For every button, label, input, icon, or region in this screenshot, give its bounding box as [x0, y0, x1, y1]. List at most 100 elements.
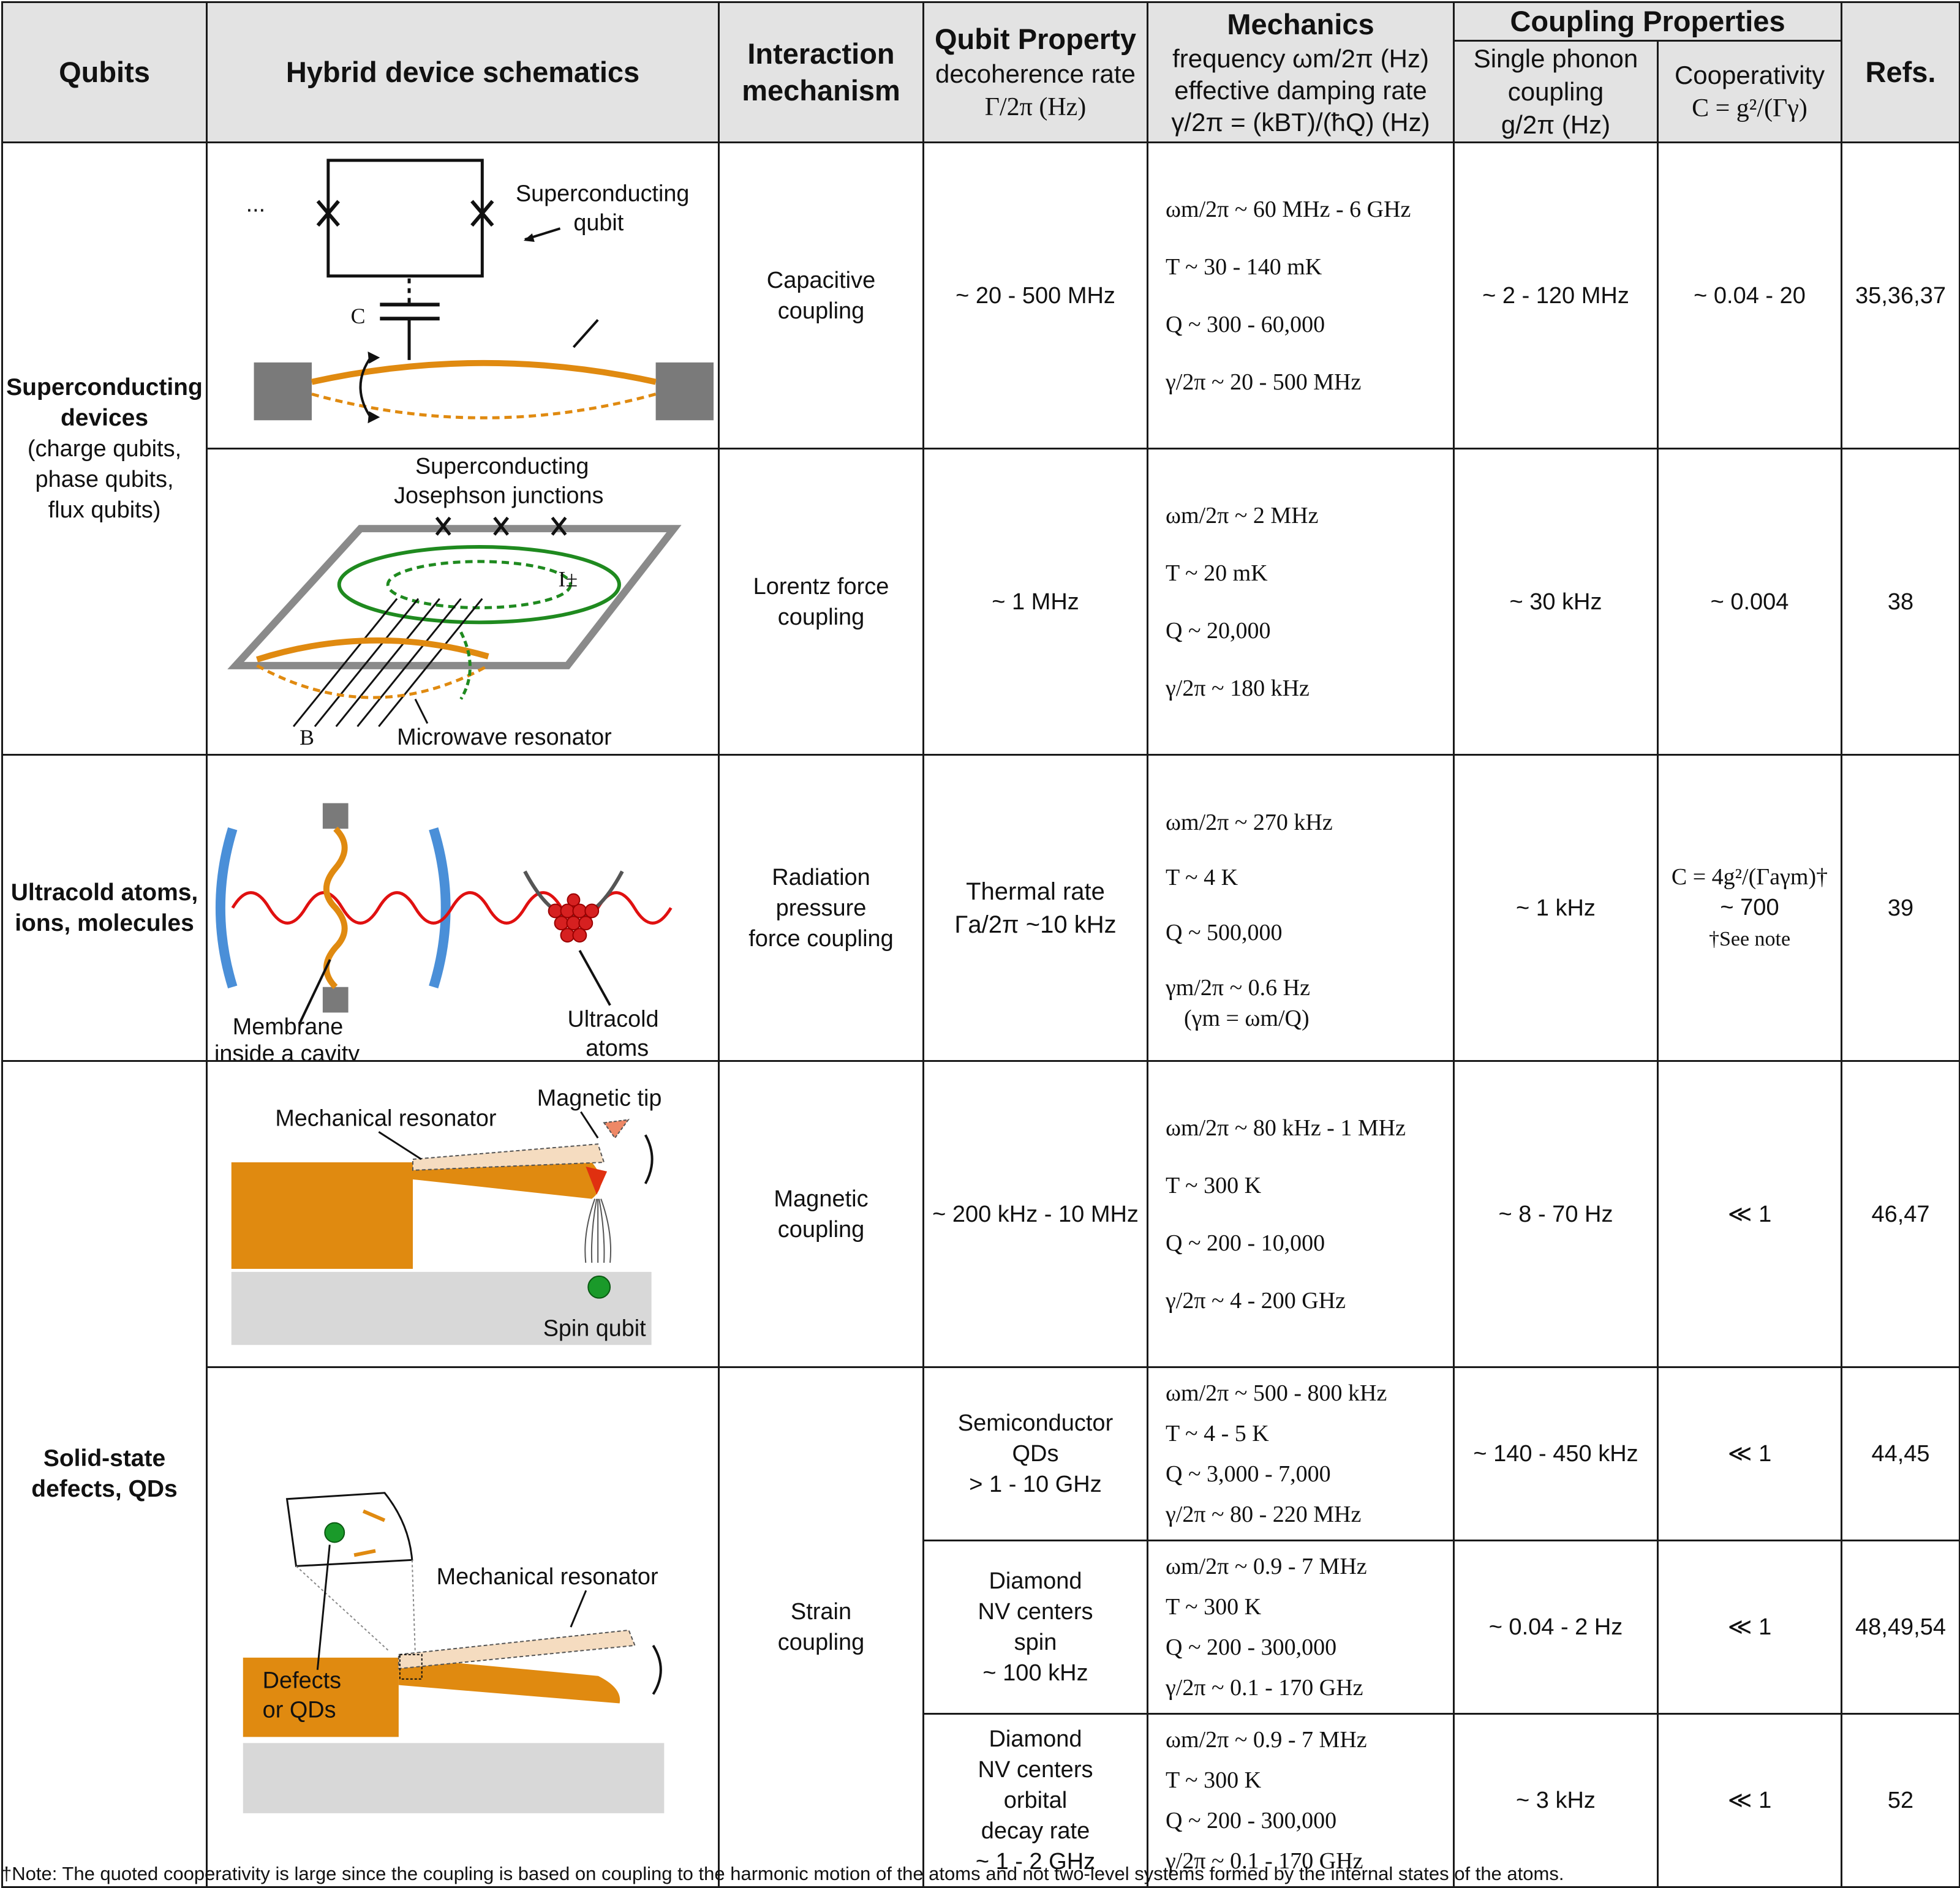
qubit-loop: [326, 159, 484, 278]
field-lines: [584, 1198, 612, 1263]
mech-frequency: ωm/2π ~ 60 MHz - 6 GHz: [1166, 196, 1411, 222]
membrane: [323, 826, 348, 990]
mirror-left: [216, 827, 238, 989]
magnetic-tip-ghost: [603, 1119, 630, 1139]
zoom-inset: [285, 1492, 413, 1567]
group-sc-l3: (charge qubits,: [27, 435, 182, 462]
interaction-cell: Capacitive coupling: [718, 141, 924, 449]
coupling-cell: ~ 3 kHz: [1453, 1713, 1659, 1888]
magnetic-schematic-figure: Mechanical resonator Magnetic tip Spin q…: [231, 1086, 662, 1345]
decoherence-cell: Thermal rate Γa/2π ~10 kHz: [922, 754, 1148, 1062]
magnetic-tip-icon: [586, 1166, 608, 1195]
mech-temperature: T ~ 4 - 5 K: [1166, 1421, 1269, 1446]
interaction-text: force coupling: [748, 925, 894, 952]
current-loop-outer: [337, 545, 621, 625]
decoherence-cell: ~ 20 - 500 MHz: [922, 141, 1148, 449]
zoom-line-1: [295, 1565, 390, 1652]
header-mechanics: Mechanics frequency ωm/2π (Hz) effective…: [1147, 1, 1455, 143]
decoherence-text: Γa/2π ~10 kHz: [954, 911, 1117, 938]
junction-right-icon: [470, 200, 494, 227]
mech-temperature: T ~ 300 K: [1166, 1767, 1262, 1793]
josephson-junctions-icon: [435, 516, 567, 536]
beam-down-dashed: [311, 393, 657, 419]
mech-frequency: ωm/2π ~ 0.9 - 7 MHz: [1166, 1727, 1367, 1753]
membrane-anchor-top: [322, 803, 349, 829]
label-mw-resonator: Microwave resonator: [397, 724, 612, 750]
refs-cell: 44,45: [1841, 1366, 1960, 1541]
header-coupling: Coupling Properties: [1452, 1, 1843, 42]
header-qubits: Qubits: [1, 1, 208, 143]
mech-temperature: T ~ 300 K: [1166, 1594, 1262, 1620]
decoherence-text: NV centers: [978, 1599, 1093, 1625]
group-sc-l2: devices: [60, 404, 149, 431]
mech-damping: γ/2π ~ 20 - 500 MHz: [1166, 369, 1362, 395]
beam-up: [311, 359, 657, 385]
mechanics-cell: ωm/2π ~ 500 - 800 kHz T ~ 4 - 5 K Q ~ 3,…: [1147, 1366, 1455, 1541]
label-mech-res: Mechanical resonator: [275, 1105, 496, 1131]
atom-cloud: [548, 893, 600, 943]
decoherence-cell: Diamond NV centers spin ~ 100 kHz: [922, 1540, 1148, 1715]
current-loop-inner: [386, 560, 572, 609]
mech-quality: Q ~ 20,000: [1166, 617, 1271, 644]
resonator-base: [231, 1162, 413, 1269]
schematic-ultracold: Membrane inside a cavity Ultracold atoms: [206, 754, 720, 1062]
cooperativity-cell: C = 4g²/(Γaγm)† ~ 700 †See note: [1656, 754, 1843, 1062]
mech-temperature: T ~ 300 K: [1166, 1172, 1262, 1198]
substrate: [231, 1271, 652, 1345]
defects-pointer: [316, 1544, 331, 1670]
interaction-text: Magnetic: [774, 1186, 869, 1212]
atoms-pointer: [578, 950, 611, 1006]
beam-pointer: [572, 318, 599, 348]
group-sc-l4: phase qubits,: [35, 466, 174, 492]
interaction-text: coupling: [777, 1216, 865, 1243]
header-single-phonon: Single phonon coupling g/2π (Hz): [1453, 40, 1659, 143]
mech-quality: Q ~ 200 - 10,000: [1166, 1230, 1325, 1256]
decoherence-text: NV centers: [978, 1757, 1093, 1783]
header-single-phonon-l2: coupling: [1507, 77, 1604, 106]
coupling-cell: ~ 140 - 450 kHz: [1453, 1366, 1659, 1541]
table-row: Diamond NV centers spin ~ 100 kHz ωm/2π …: [2, 1540, 1960, 1715]
cantilever-motion-arrow: [644, 1134, 654, 1184]
mechanics-cell: ωm/2π ~ 2 MHz T ~ 20 mK Q ~ 20,000 γ/2π …: [1147, 448, 1455, 756]
header-coop-l1: Cooperativity: [1674, 60, 1825, 89]
header-mechanics-sub3: γ/2π = (kBT)/(ħQ) (Hz): [1171, 108, 1430, 137]
label-defects-2: or QDs: [263, 1697, 336, 1723]
group-ultracold: Ultracold atoms, ions, molecules: [1, 754, 208, 1062]
interaction-text: Radiation: [772, 864, 870, 890]
strain-arrow-1: [362, 1509, 386, 1522]
cantilever-deflected: [398, 1629, 636, 1669]
refs-cell: 52: [1841, 1713, 1960, 1888]
header-single-phonon-l3: g/2π (Hz): [1501, 110, 1611, 139]
refs-cell: 48,49,54: [1841, 1540, 1960, 1715]
substrate: [243, 1743, 665, 1813]
decoherence-cell: ~ 200 kHz - 10 MHz: [922, 1060, 1148, 1368]
decoherence-text: QDs: [1012, 1441, 1059, 1467]
table-row: Mechanical resonator Defects or QDs Stra…: [2, 1366, 1960, 1888]
decoherence-text: ~ 1 - 2 GHz: [975, 1849, 1096, 1875]
decoherence-cell: Semiconductor QDs > 1 - 10 GHz: [922, 1366, 1148, 1541]
label-spin-qubit: Spin qubit: [543, 1315, 646, 1341]
interaction-text: Capacitive: [766, 267, 876, 293]
resonator-base: [243, 1657, 399, 1737]
mech-damping: γm/2π ~ 0.6 Hz: [1166, 974, 1310, 1001]
cooperativity-cell: ≪ 1: [1656, 1366, 1843, 1541]
magnetic-field-lines: [293, 598, 483, 728]
header-single-phonon-l1: Single phonon: [1473, 43, 1638, 73]
schematic-magnetic: Mechanical resonator Magnetic tip Spin q…: [206, 1060, 720, 1368]
refs-cell: 46,47: [1841, 1060, 1960, 1368]
mech-damping: γ/2π ~ 180 kHz: [1166, 675, 1310, 701]
table-row: Diamond NV centers orbital decay rate ~ …: [2, 1713, 1960, 1888]
mech-quality: Q ~ 300 - 60,000: [1166, 311, 1325, 337]
decoherence-text: orbital: [1003, 1788, 1068, 1813]
label-membrane-1: Membrane: [233, 1014, 344, 1040]
header-qubit-property-sub: decoherence rate: [935, 59, 1136, 88]
table-row: Superconducting devices (charge qubits, …: [1, 141, 1960, 756]
label-capacitor: C: [351, 304, 366, 328]
mechanics-cell: ωm/2π ~ 0.9 - 7 MHz T ~ 300 K Q ~ 200 - …: [1147, 1540, 1455, 1715]
header-interaction-line1: Interaction: [747, 37, 895, 70]
group-sc-l5: flux qubits): [48, 497, 161, 523]
cooperativity-cell: ~ 0.04 - 20: [1656, 141, 1843, 449]
label-current: I±: [559, 567, 578, 592]
